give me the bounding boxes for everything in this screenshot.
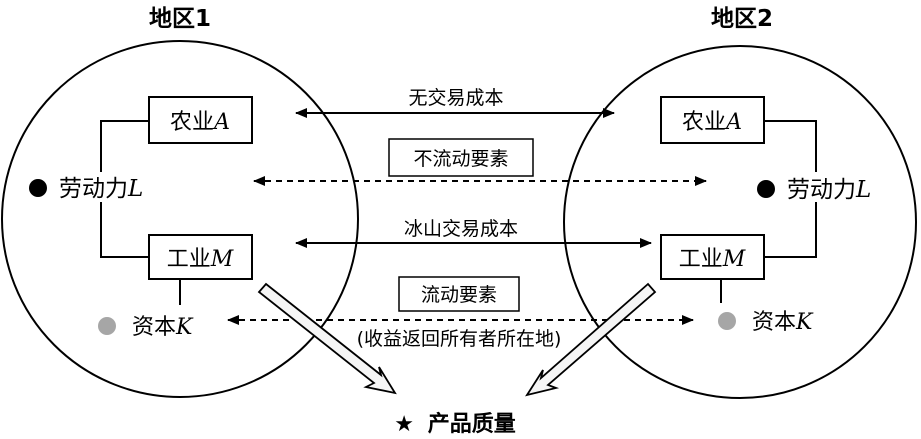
region-1-capital-dot	[98, 317, 116, 335]
region-2-capital-label: 资本	[752, 310, 796, 335]
region-1-industry-label: 工业	[167, 247, 211, 272]
region-1-labor-dot	[29, 179, 47, 197]
region-2-industry-label: 工业	[679, 247, 723, 272]
star-icon: ★	[394, 412, 414, 437]
svg-text:★ 产品质量: ★ 产品质量	[394, 412, 515, 437]
product-quality-label: 产品质量	[428, 412, 516, 437]
region-2-agriculture-var: A	[724, 110, 742, 135]
region-2-capital-var: K	[795, 310, 814, 335]
svg-text:农业A: 农业A	[170, 110, 230, 135]
region-2-title: 地区2	[711, 6, 773, 32]
region-2-agriculture-box: 农业A	[660, 96, 765, 144]
region-1-labor-var: L	[127, 176, 143, 202]
capital-factor-label: 流动要素	[421, 284, 497, 306]
region-1-capital-var: K	[175, 315, 194, 340]
region-1-agriculture-label: 农业	[170, 110, 214, 135]
region-1-connector-bottom	[100, 202, 149, 258]
region-2-agriculture-label: 农业	[682, 110, 726, 135]
region-2-industry-var: M	[722, 247, 746, 272]
region-2-labor-var: L	[855, 177, 871, 203]
region-1-industry-box: 工业M	[148, 234, 253, 280]
region-1-labor-label: 劳动力	[59, 176, 128, 202]
agriculture-trade-label: 无交易成本	[408, 87, 503, 109]
region-2-labor-label: 劳动力	[787, 177, 856, 203]
region-1-capital-label: 资本	[132, 315, 176, 340]
region-1-title: 地区1	[149, 6, 211, 32]
region-2-industry-box: 工业M	[660, 234, 765, 280]
svg-text:劳动力L: 劳动力L	[59, 176, 143, 202]
region-2-connector-bottom	[764, 202, 817, 258]
capital-factor-note: (收益返回所有者所在地)	[357, 328, 562, 350]
labor-factor-label: 不流动要素	[413, 148, 508, 170]
region-2-connector-top	[764, 120, 817, 172]
svg-text:工业M: 工业M	[167, 247, 234, 272]
svg-text:农业A: 农业A	[682, 110, 742, 135]
labor-factor-box	[388, 138, 534, 177]
svg-text:资本K: 资本K	[132, 315, 194, 340]
region-2-circle	[563, 45, 917, 399]
region-2-labor-dot	[757, 180, 775, 198]
region-1-industry-var: M	[210, 247, 234, 272]
svg-text:工业M: 工业M	[679, 247, 746, 272]
region-2-capital-dot	[718, 312, 736, 330]
region-1-connector-top	[100, 120, 149, 172]
region-2-quality-arrow	[525, 282, 657, 397]
capital-factor-box	[398, 276, 520, 312]
region-1-quality-arrow	[257, 282, 397, 395]
region-1-agriculture-box: 农业A	[148, 96, 253, 144]
svg-text:资本K: 资本K	[752, 310, 814, 335]
region-1-agriculture-var: A	[212, 110, 230, 135]
industry-trade-label: 冰山交易成本	[404, 218, 518, 240]
region-1-circle	[1, 40, 359, 398]
svg-text:劳动力L: 劳动力L	[787, 177, 871, 203]
